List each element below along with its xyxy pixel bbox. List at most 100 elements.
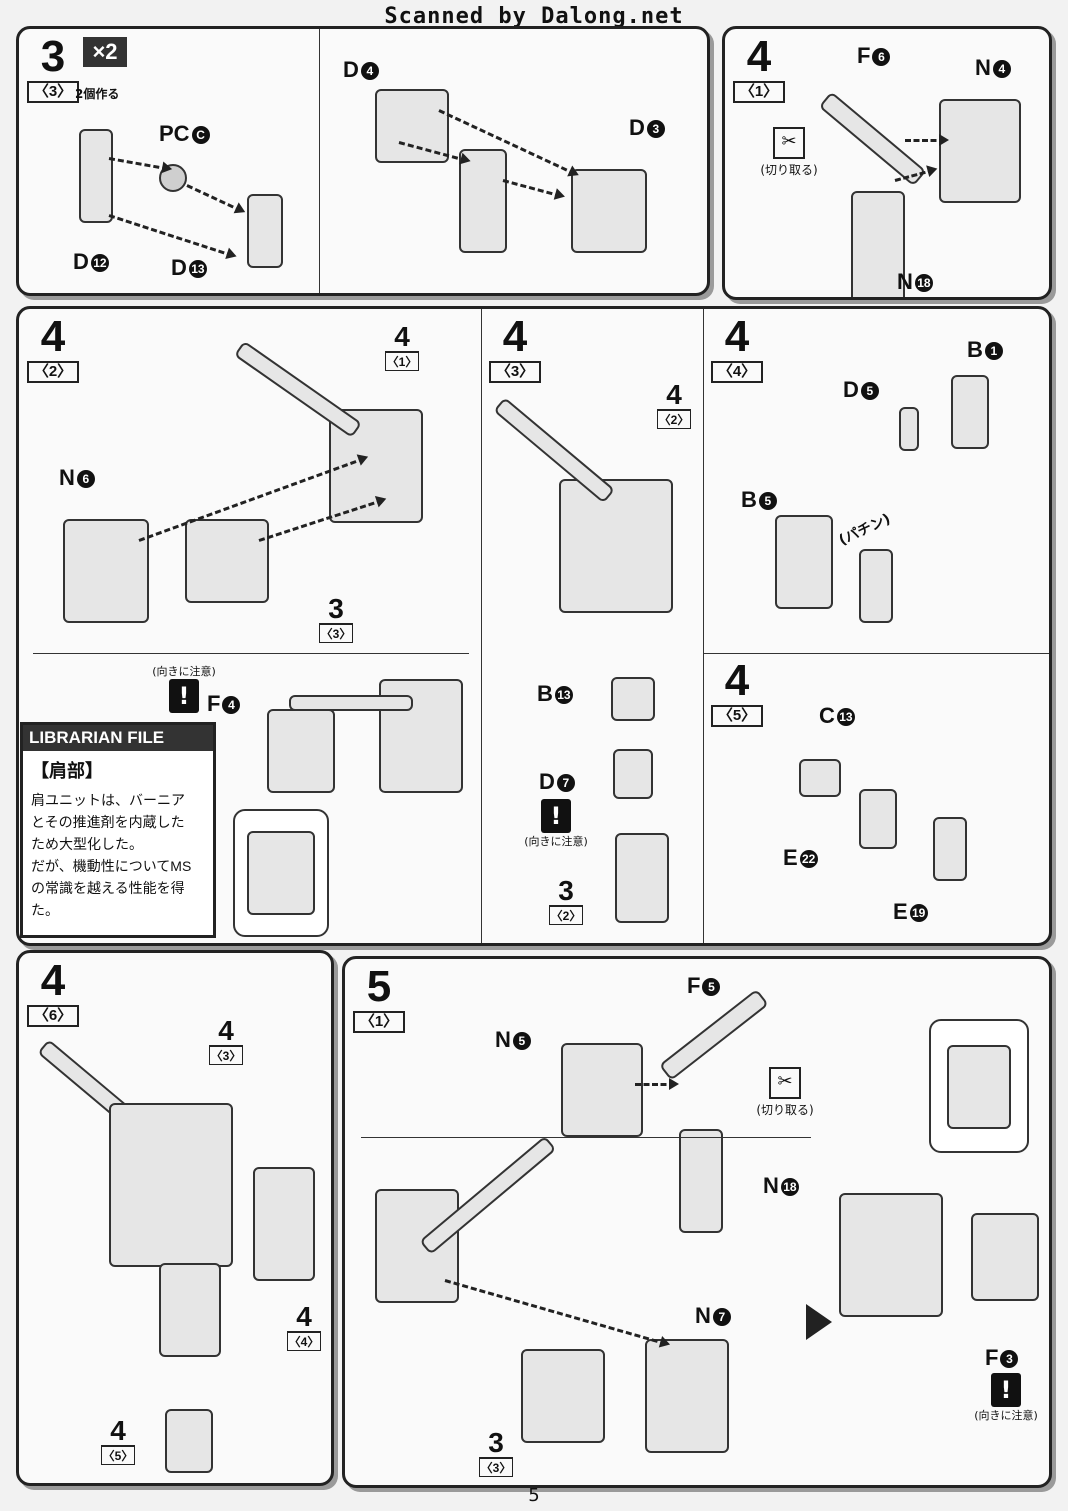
nipper-icon: ✂ [773, 127, 805, 159]
caution-note: ! (向きに注意) [961, 1373, 1049, 1423]
part-f4 [267, 709, 335, 793]
part-n18 [851, 191, 905, 297]
part-d7 [613, 749, 653, 799]
librarian-body: 肩ユニットは、バーニア とその推進剤を内蔵した ため大型化した。 だが、機動性に… [31, 792, 192, 918]
ref-3-2: 3〈2〉 [549, 875, 583, 925]
part-n7 [645, 1339, 729, 1453]
cut-note: ✂ (切り取る) [745, 1067, 825, 1118]
assembly-arrow [905, 134, 949, 146]
snap-sound: (パチン) [836, 511, 894, 549]
step-badge-4-3: 4 〈3〉 [489, 315, 541, 383]
divider [319, 29, 320, 293]
part-e22 [859, 789, 897, 849]
part-n18 [679, 1129, 723, 1233]
part-e19 [933, 817, 967, 881]
part-f3-inner [947, 1045, 1011, 1129]
step-badge-4-2: 4 〈2〉 [27, 315, 79, 383]
divider [703, 309, 704, 943]
part-shoulder-left [375, 1189, 459, 1303]
caution-note: (向きに注意) ! [139, 663, 229, 713]
ref-4-2: 4〈2〉 [657, 379, 691, 429]
part-armor-b5 [253, 1167, 315, 1281]
part-joint-block [185, 519, 269, 603]
panel-step-4-6: 4 〈6〉 4〈3〉 4〈4〉 4〈5〉 [16, 950, 334, 1486]
part-joint-block [521, 1349, 605, 1443]
cut-note: ✂ (切り取る) [749, 127, 829, 178]
ref-4-5: 4〈5〉 [101, 1415, 135, 1465]
ref-3-3: 3〈3〉 [319, 593, 353, 643]
step-badge: 4 〈6〉 [27, 959, 79, 1027]
detail-box [929, 1019, 1029, 1153]
part-f3 [971, 1213, 1039, 1301]
assembly-arrow [444, 1279, 667, 1346]
step-badge-4-5: 4 〈5〉 [711, 659, 763, 727]
part-shoulder-assembly [109, 1103, 233, 1267]
part-f4-inner [247, 831, 315, 915]
part-n5 [561, 1043, 643, 1137]
part-fin [493, 397, 616, 504]
divider [361, 1137, 811, 1138]
divider [33, 653, 469, 654]
ref-4-1: 4〈1〉 [385, 321, 419, 371]
step-number: 3 [40, 32, 66, 81]
caution-icon: ! [169, 679, 199, 713]
divider [703, 653, 1049, 654]
caution-icon: ! [541, 799, 571, 833]
part-hand [165, 1409, 213, 1473]
ref-3-3: 3〈3〉 [479, 1427, 513, 1477]
ref-4-3: 4〈3〉 [209, 1015, 243, 1065]
part-b5 [775, 515, 833, 609]
librarian-file: LIBRARIAN FILE 【肩部】 肩ユニットは、バーニア とその推進剤を内… [20, 722, 216, 938]
assembly-arrow [502, 179, 562, 198]
caution-note: ! (向きに注意) [511, 799, 601, 849]
step-sub: 〈1〉 [733, 81, 785, 103]
part-shoulder-final [839, 1193, 943, 1317]
page-number: 5 [528, 1485, 540, 1506]
step-number: 4 [746, 32, 772, 81]
step-badge-4-4: 4 〈4〉 [711, 315, 763, 383]
make-two-note: 2個作る [75, 87, 120, 101]
part-fin [233, 340, 363, 438]
part-arm-block [615, 833, 669, 923]
part-d3 [571, 169, 647, 253]
part-b1 [951, 375, 989, 449]
part-n4 [939, 99, 1021, 203]
part-c13 [799, 759, 841, 797]
part-b13 [611, 677, 655, 721]
part-lower-arm [159, 1263, 221, 1357]
step-badge: 5 〈1〉 [353, 965, 405, 1033]
librarian-header: LIBRARIAN FILE [23, 725, 213, 751]
part-clip [859, 549, 893, 623]
part-shoulder-assembly [559, 479, 673, 613]
step-sub: 〈3〉 [27, 81, 79, 103]
step-badge: 4 〈1〉 [733, 35, 785, 103]
nipper-icon: ✂ [769, 1067, 801, 1099]
divider [481, 309, 482, 943]
part-d5 [899, 407, 919, 451]
librarian-title: 【肩部】 [31, 761, 103, 781]
assembly-arrow [108, 214, 234, 258]
quantity-badge: ×2 [83, 37, 127, 67]
part-fin [289, 695, 413, 711]
